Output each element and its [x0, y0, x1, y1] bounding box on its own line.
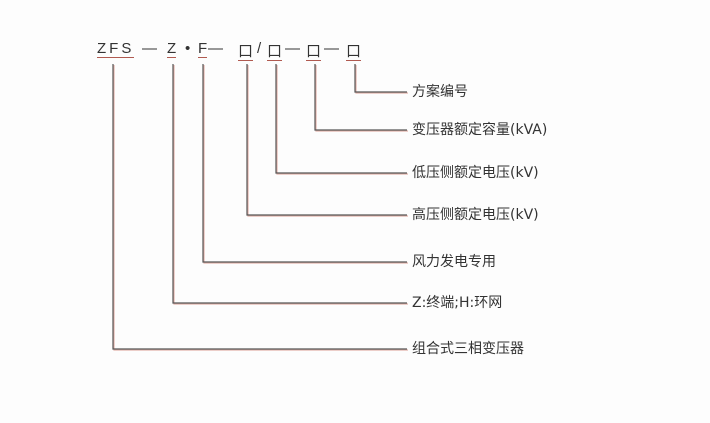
label-terminal-ring: Z:终端;H:环网	[412, 295, 503, 311]
line-prefix	[112, 64, 407, 350]
box-hv: 口	[238, 43, 254, 61]
dot: •	[185, 40, 191, 57]
prefix-text: ZFS	[97, 40, 135, 58]
code-wind: F	[198, 40, 208, 58]
code-type: Z	[167, 40, 177, 58]
label-scheme-number: 方案编号	[412, 84, 468, 100]
line-hv	[246, 64, 407, 216]
line-type	[172, 64, 407, 304]
dash-2: —	[208, 40, 223, 57]
line-wind	[202, 64, 407, 263]
label-rated-capacity: 变压器额定容量(kVA)	[412, 122, 548, 138]
slash: /	[257, 40, 262, 57]
code-prefix: ZFS	[97, 40, 135, 58]
code-box-hv: 口	[238, 40, 254, 61]
label-hv-voltage: 高压侧额定电压(kV)	[412, 207, 539, 223]
line-capacity	[314, 64, 407, 131]
type-text: Z	[167, 40, 177, 58]
label-wind-power: 风力发电专用	[412, 254, 496, 270]
dash-3: —	[285, 40, 300, 57]
code-box-lv: 口	[267, 40, 283, 61]
dash-1: —	[142, 40, 157, 57]
wind-text: F	[198, 40, 208, 58]
code-box-scheme: 口	[346, 40, 362, 61]
code-box-capacity: 口	[306, 40, 322, 61]
line-scheme	[354, 64, 407, 93]
box-lv: 口	[267, 43, 283, 61]
dash-4: —	[324, 40, 339, 57]
box-capacity: 口	[306, 43, 322, 61]
line-lv	[275, 64, 407, 174]
label-combined-transformer: 组合式三相变压器	[412, 341, 524, 357]
label-lv-voltage: 低压侧额定电压(kV)	[412, 165, 539, 181]
box-scheme: 口	[346, 43, 362, 61]
